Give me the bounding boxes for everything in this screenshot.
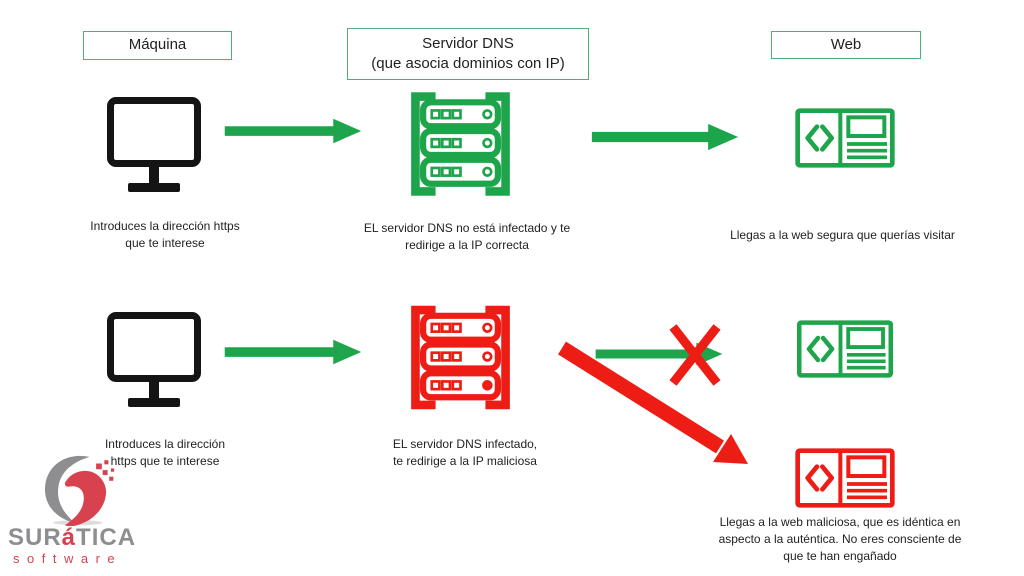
- header-machine-label: Máquina: [128, 36, 187, 54]
- suratica-swirl-icon: [36, 452, 120, 526]
- monitor-screen: [107, 97, 201, 167]
- caption-dns-safe: EL servidor DNS no está infectado y te r…: [363, 221, 571, 252]
- caption-web-safe: Llegas a la web segura que querías visit…: [730, 228, 955, 242]
- monitor-stand: [149, 382, 159, 398]
- server-icon-red: [403, 300, 518, 415]
- browser-code-icon-green: [795, 320, 895, 378]
- monitor-screen: [107, 312, 201, 382]
- header-dns-label: Servidor DNS (que asocia dominios con IP…: [371, 34, 565, 72]
- arrow-right-icon: [223, 338, 363, 366]
- browser-code-icon-red: [795, 447, 895, 509]
- logo-brand-prefix: SUR: [8, 524, 62, 551]
- caption-machine-safe: Introduces la dirección https que te int…: [90, 219, 240, 250]
- header-box-dns: Servidor DNS (que asocia dominios con IP…: [347, 28, 589, 80]
- header-web-label: Web: [830, 35, 862, 53]
- logo-brand-text: SURáTICA: [8, 524, 136, 552]
- monitor-stand: [149, 167, 159, 183]
- logo-subtitle: software: [13, 551, 123, 566]
- monitor-base: [128, 183, 180, 192]
- logo-brand-suffix: TICA: [76, 524, 137, 551]
- cross-x-icon: [668, 322, 722, 388]
- header-box-machine: Máquina: [83, 31, 232, 60]
- server-icon-green: [403, 88, 518, 200]
- diagonal-arrow-icon: [552, 335, 762, 485]
- monitor-icon: [106, 312, 202, 407]
- browser-code-icon-green: [795, 108, 895, 168]
- arrow-right-icon: [570, 122, 760, 152]
- monitor-base: [128, 398, 180, 407]
- monitor-icon: [106, 97, 202, 192]
- arrow-right-icon: [223, 117, 363, 145]
- logo-brand-accent: á: [61, 524, 77, 551]
- caption-dns-attack: EL servidor DNS infectado, te redirige a…: [392, 437, 538, 468]
- caption-machine-attack: Introduces la dirección https que te int…: [104, 437, 226, 468]
- caption-web-attack: Llegas a la web maliciosa, que es idénti…: [718, 515, 962, 563]
- header-box-web: Web: [771, 31, 921, 59]
